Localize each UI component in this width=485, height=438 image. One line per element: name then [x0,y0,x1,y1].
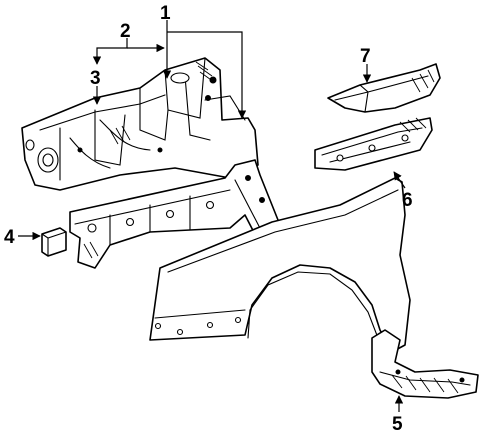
callout-numbers: 1 2 3 4 5 6 7 [4,3,413,435]
callout-2: 2 [120,21,131,42]
front-apron-assembly [21,57,259,191]
callout-5: 5 [392,414,403,435]
leader-lines [18,20,406,412]
bracket-pad [41,227,67,257]
frame-rail [69,159,279,269]
upper-shield [327,63,441,113]
reinforcement-plate [314,117,433,171]
callout-3: 3 [90,68,101,89]
callout-7: 7 [360,46,371,67]
splash-shield [371,329,479,399]
callout-4: 4 [4,227,15,248]
callout-1: 1 [160,3,171,24]
callout-6: 6 [402,190,413,211]
